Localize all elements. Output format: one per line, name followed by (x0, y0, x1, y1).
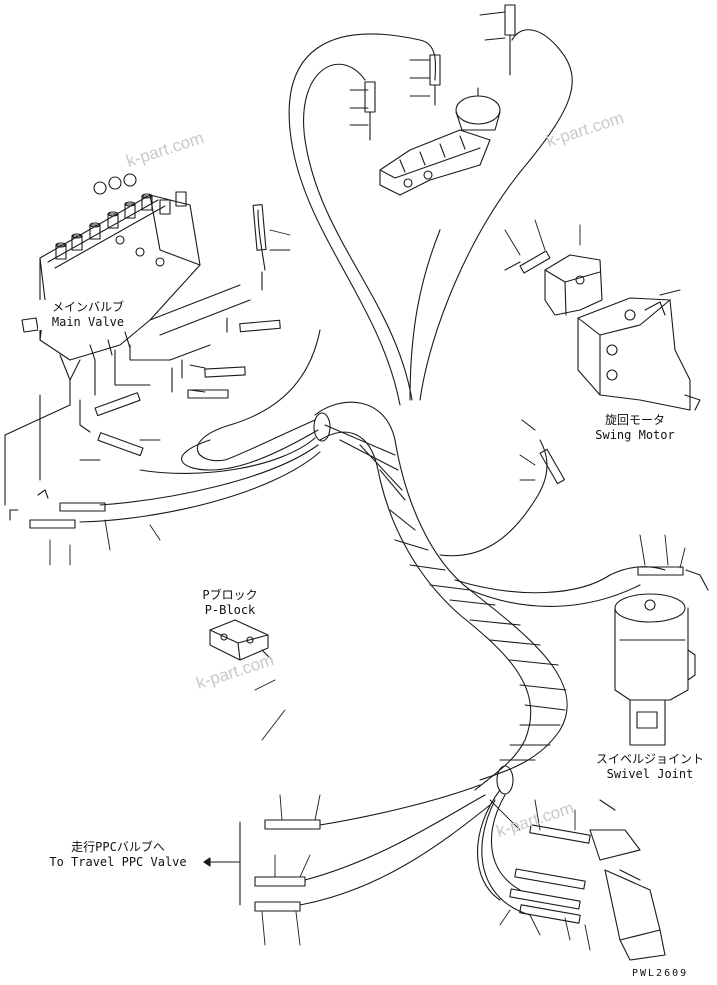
p-block-label-jp: Pブロック (202, 588, 258, 602)
travel-ppc-label-en: To Travel PPC Valve (49, 855, 187, 869)
lower-right-fittings (509, 799, 666, 961)
p-block-label: Pブロック P-Block (195, 588, 265, 618)
swing-motor-label-jp: 旋回モータ (604, 413, 665, 427)
pilot-lines (4, 284, 251, 506)
hose-bundle (313, 401, 568, 795)
swing-motor-label-en: Swing Motor (595, 428, 675, 442)
p-block-drawing (209, 619, 273, 661)
right-hoses (439, 250, 709, 607)
main-valve-label-jp: メインバルブ (51, 300, 124, 314)
swing-motor-drawing (544, 254, 701, 411)
swivel-joint-label: スイベルジョイント Swivel Joint (585, 752, 715, 782)
main-valve-hoses (9, 204, 321, 529)
main-valve-label-en: Main Valve (51, 315, 125, 329)
p-block-label-en: P-Block (204, 603, 256, 617)
upper-valve-block-drawing (379, 87, 501, 196)
main-valve-drawing (21, 173, 201, 381)
swivel-joint-label-jp: スイベルジョイント (595, 752, 704, 766)
leader-lines (49, 11, 686, 951)
swing-motor-label: 旋回モータ Swing Motor (585, 413, 685, 443)
travel-ppc-label-jp: 走行PPCバルブへ (71, 840, 165, 854)
travel-hoses (203, 784, 531, 916)
main-valve-label: メインバルブ Main Valve (38, 300, 138, 330)
travel-ppc-label: 走行PPCバルブへ To Travel PPC Valve (38, 840, 198, 870)
swivel-joint-drawing (614, 593, 696, 746)
drawing-code: PWL2609 (632, 968, 689, 979)
upper-hoses (288, 4, 573, 406)
swivel-joint-label-en: Swivel Joint (606, 767, 694, 781)
